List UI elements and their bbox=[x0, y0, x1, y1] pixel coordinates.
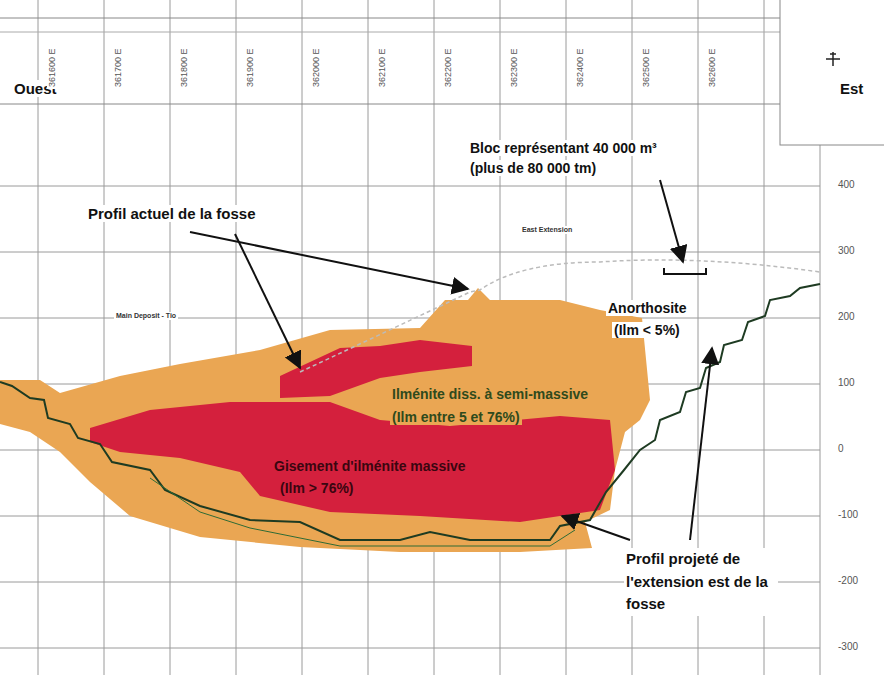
direction-label: Est bbox=[838, 80, 865, 97]
block-symbol bbox=[664, 268, 706, 274]
grid-line bbox=[38, 0, 39, 675]
elevation-label: -300 bbox=[836, 641, 860, 653]
north-box bbox=[780, 0, 884, 145]
elevation-label: 400 bbox=[836, 179, 857, 191]
axis-line bbox=[820, 145, 821, 675]
grid bbox=[0, 0, 820, 675]
projected-pit-profile bbox=[0, 284, 820, 540]
easting-label: 361900 E bbox=[245, 47, 255, 90]
elevation-label: 300 bbox=[836, 245, 857, 257]
easting-label: 362500 E bbox=[641, 47, 651, 90]
massive-ilmenite bbox=[90, 402, 615, 522]
grid-line bbox=[236, 0, 237, 675]
grid-line bbox=[0, 648, 820, 649]
easting-label: 362200 E bbox=[443, 47, 453, 90]
north-arrow bbox=[826, 52, 840, 66]
easting-label: 362400 E bbox=[575, 47, 585, 90]
disseminated-ilmenite bbox=[0, 288, 650, 552]
elevation-label: 200 bbox=[836, 311, 857, 323]
elevation-label: -200 bbox=[836, 575, 860, 587]
rock-label: Anorthosite bbox=[606, 300, 689, 316]
projected-pit-profile-base bbox=[150, 478, 575, 546]
grid-line bbox=[0, 186, 820, 187]
grid-line bbox=[104, 0, 105, 675]
zone-name: East Extension bbox=[520, 226, 574, 234]
ore-label: Ilménite diss. à semi-massive bbox=[390, 386, 590, 402]
elevation-label: -100 bbox=[836, 509, 860, 521]
callout-text: Profil projeté de l'extension est de la … bbox=[624, 548, 778, 616]
easting-label: 362000 E bbox=[311, 47, 321, 90]
grid-line bbox=[170, 0, 171, 675]
easting-label: 361700 E bbox=[113, 47, 123, 90]
easting-label: 361800 E bbox=[179, 47, 189, 90]
easting-label: 362600 E bbox=[707, 47, 717, 90]
leader-lines bbox=[190, 180, 712, 540]
grid-line bbox=[0, 252, 820, 253]
ore-label: (Ilm > 76%) bbox=[278, 480, 356, 496]
elevation-label: 100 bbox=[836, 377, 857, 389]
callout-text: (plus de 80 000 tm) bbox=[468, 160, 598, 176]
callout-text: Bloc représentant 40 000 m³ bbox=[468, 140, 659, 156]
grid-line bbox=[302, 0, 303, 675]
ore-label: Gisement d'ilménite massive bbox=[272, 458, 468, 474]
easting-label: 361600 E bbox=[47, 47, 57, 90]
elevation-label: 0 bbox=[836, 443, 846, 455]
rock-label: (Ilm < 5%) bbox=[612, 322, 682, 338]
ore-label: (Ilm entre 5 et 76%) bbox=[390, 409, 522, 425]
current-pit-profile bbox=[300, 260, 820, 372]
easting-label: 362300 E bbox=[509, 47, 519, 90]
callout-text: Profil actuel de la fosse bbox=[86, 205, 258, 222]
easting-label: 362100 E bbox=[377, 47, 387, 90]
zone-name: Main Deposit - Tio bbox=[114, 312, 178, 320]
